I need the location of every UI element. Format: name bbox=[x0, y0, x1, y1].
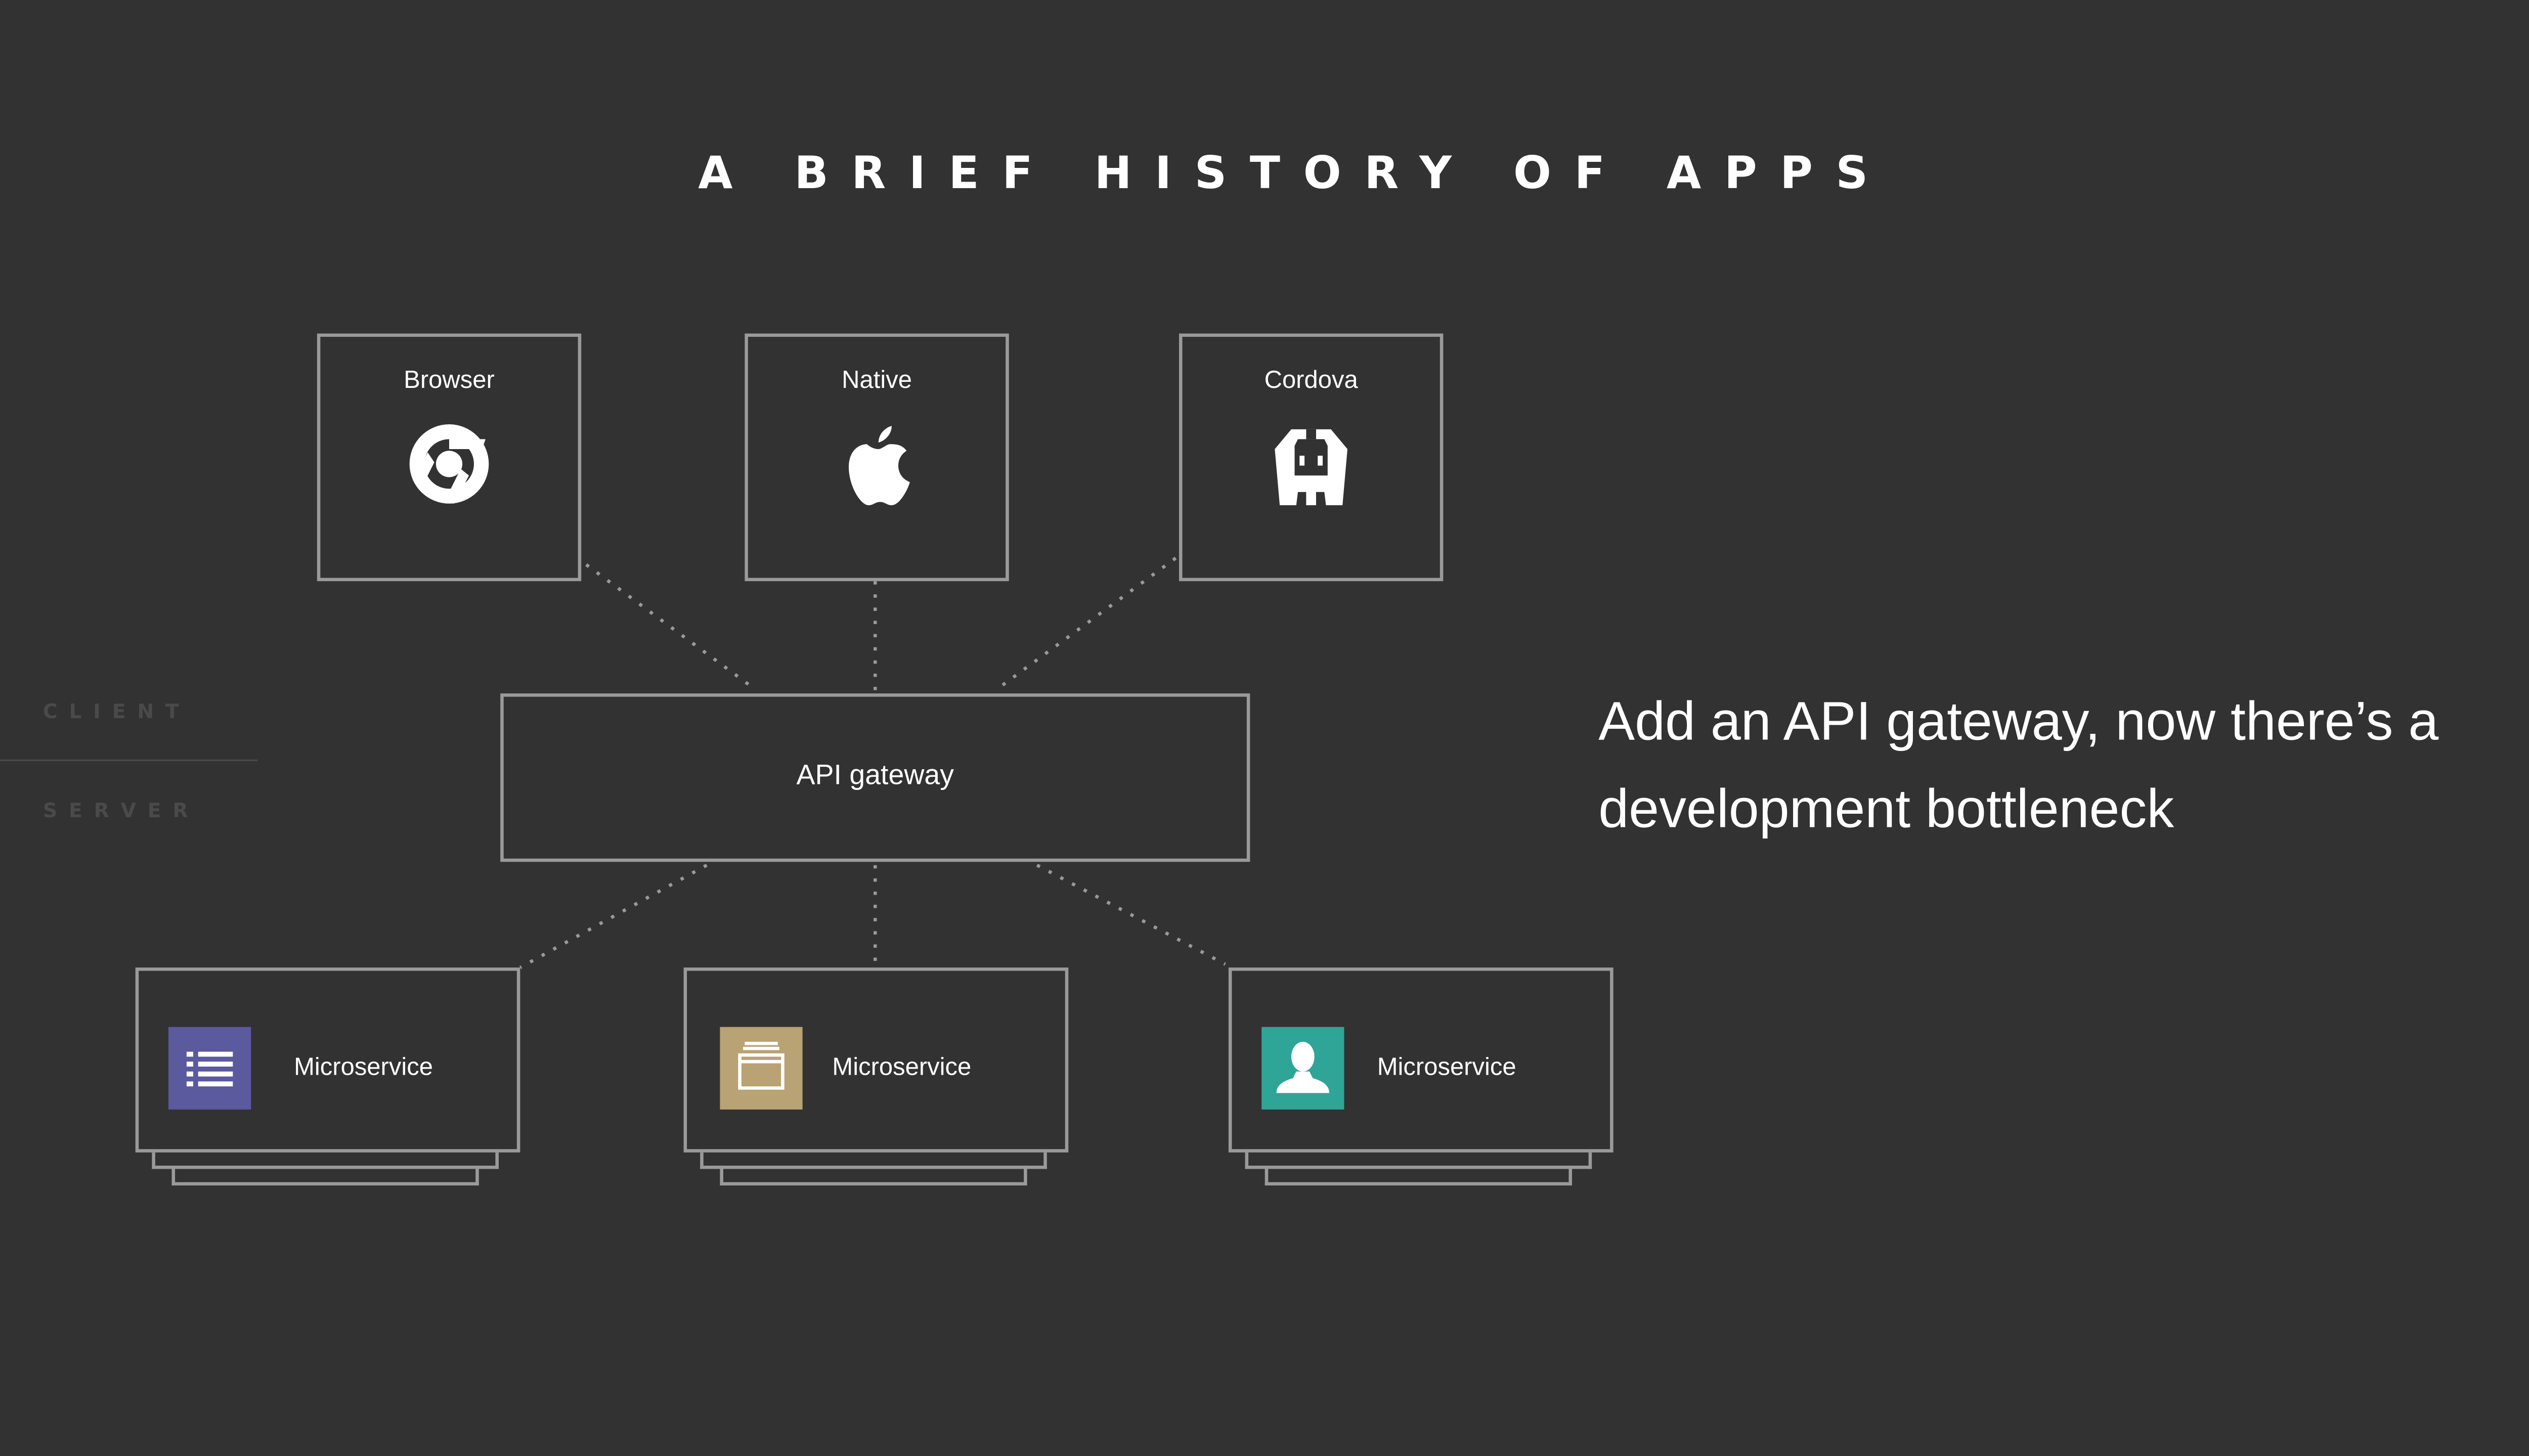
client-label: Cordova bbox=[1264, 366, 1358, 395]
microservice-stack-layer bbox=[1245, 1149, 1592, 1169]
client-server-divider bbox=[0, 759, 258, 762]
microservice-box: Microservice bbox=[683, 967, 1069, 1153]
microservice-stack-layer bbox=[720, 1165, 1027, 1186]
microservice-stack-layer bbox=[152, 1149, 499, 1169]
client-label: Browser bbox=[404, 366, 495, 395]
client-label: Native bbox=[842, 366, 912, 395]
chrome-icon bbox=[408, 423, 490, 514]
client-side-label: CLIENT bbox=[42, 700, 191, 723]
cordova-icon bbox=[1268, 423, 1354, 517]
microservice-label: Microservice bbox=[294, 1053, 433, 1082]
list-icon bbox=[168, 1027, 251, 1110]
slide-title: A BRIEF HISTORY OF APPS bbox=[698, 148, 1891, 200]
client-box-cordova: Cordova bbox=[1179, 333, 1444, 582]
slide-caption: Add an API gateway, now there’s a develo… bbox=[1598, 690, 2439, 839]
microservice-label: Microservice bbox=[1377, 1053, 1516, 1082]
microservice-box: Microservice bbox=[1228, 967, 1614, 1153]
client-box-native: Native bbox=[745, 333, 1009, 582]
server-side-label: SERVER bbox=[42, 799, 200, 822]
microservice-stack-layer bbox=[700, 1149, 1047, 1169]
client-box-browser: Browser bbox=[317, 333, 582, 582]
api-gateway-label: API gateway bbox=[796, 759, 954, 791]
api-gateway-box: API gateway bbox=[500, 693, 1250, 862]
user-icon bbox=[1261, 1027, 1344, 1110]
microservice-label: Microservice bbox=[832, 1053, 972, 1082]
microservice-box: Microservice bbox=[135, 967, 520, 1153]
microservice-stack-layer bbox=[1264, 1165, 1572, 1186]
apple-icon bbox=[836, 423, 918, 523]
window-icon bbox=[720, 1027, 803, 1110]
microservice-stack-layer bbox=[171, 1165, 479, 1186]
